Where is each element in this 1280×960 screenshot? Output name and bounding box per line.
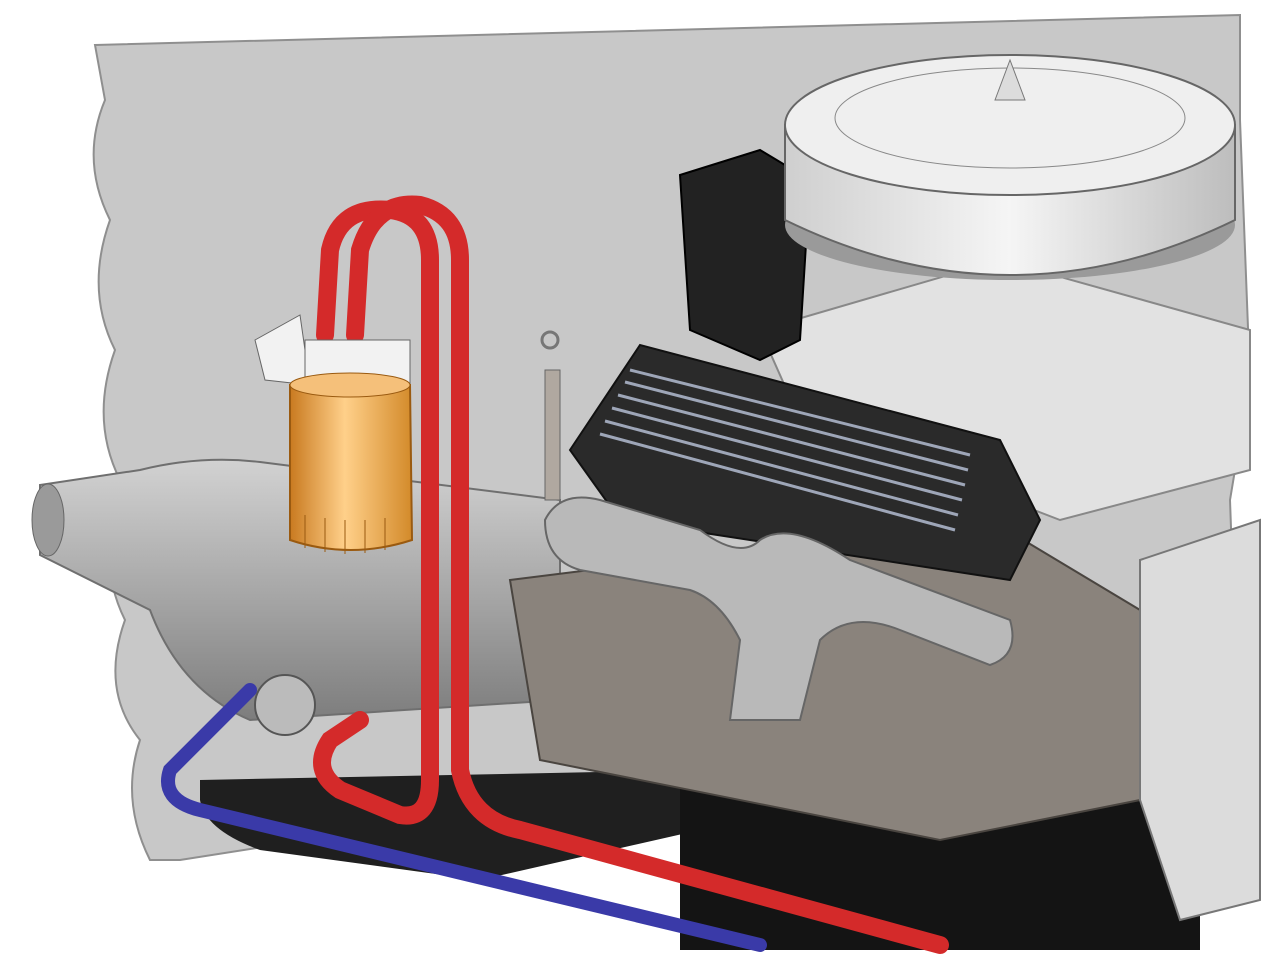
remote-oil-filter — [254, 314, 414, 554]
engine-block — [508, 518, 1261, 950]
distributor — [678, 148, 812, 362]
air-cleaner — [784, 54, 1236, 280]
dipstick-tube — [544, 369, 561, 501]
supply-oil-line — [313, 195, 949, 954]
dipstick-ring — [540, 330, 560, 350]
return-oil-line — [161, 683, 767, 952]
valve-cover — [568, 343, 1042, 582]
exhaust-manifold — [543, 496, 1014, 721]
